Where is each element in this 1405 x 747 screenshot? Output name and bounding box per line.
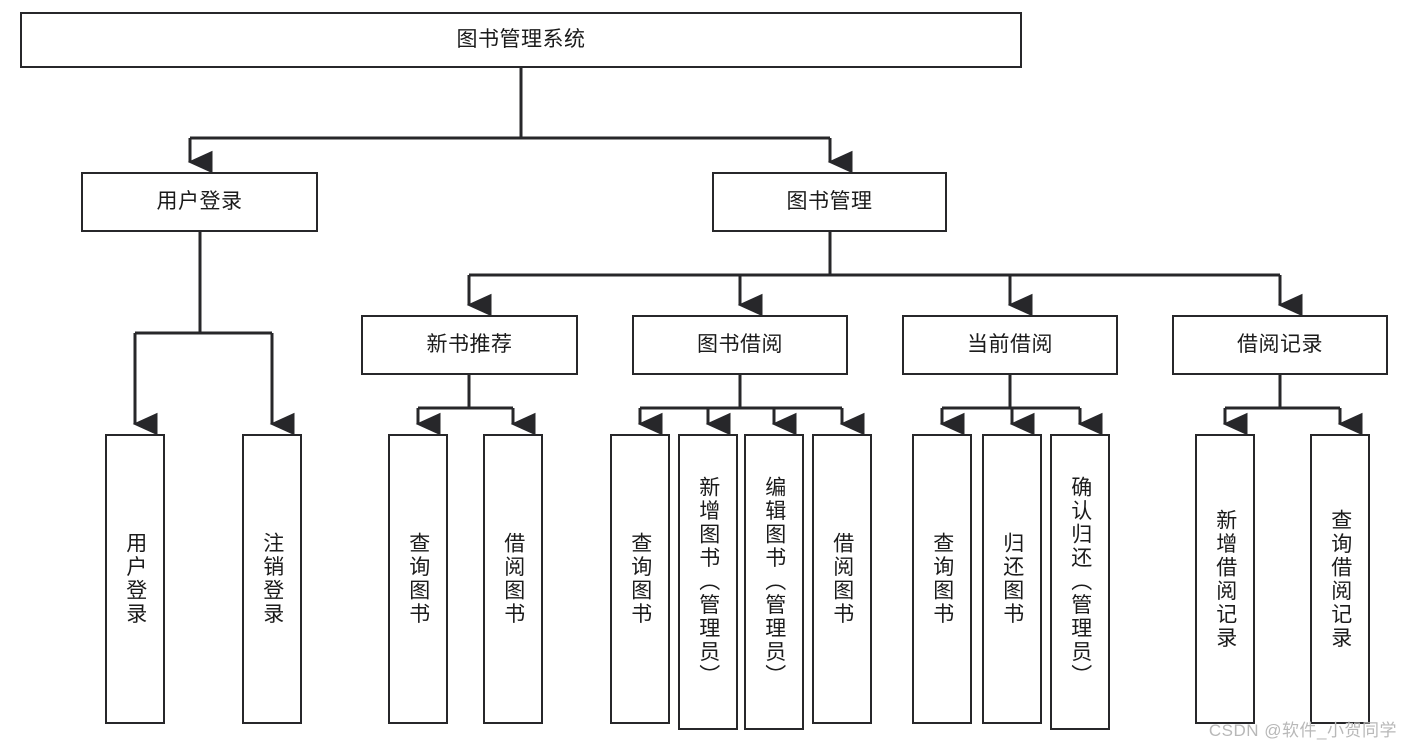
node-label: 用户登录 — [123, 532, 147, 626]
node-user-login[interactable]: 用户登录 — [81, 172, 318, 232]
node-label: 借阅记录 — [1237, 333, 1323, 357]
node-leaf-logout[interactable]: 注销登录 — [242, 434, 302, 724]
node-label: 借阅图书 — [501, 532, 525, 626]
node-label: 归还图书 — [1000, 532, 1024, 626]
node-label: 查询借阅记录 — [1328, 508, 1352, 650]
node-label: 查询图书 — [930, 532, 954, 626]
node-borrow-record[interactable]: 借阅记录 — [1172, 315, 1388, 375]
node-book-borrow[interactable]: 图书借阅 — [632, 315, 848, 375]
node-label: 图书管理 — [786, 190, 873, 214]
node-leaf-borrow-book-2[interactable]: 借阅图书 — [812, 434, 872, 724]
node-label: 查询图书 — [406, 532, 430, 626]
node-label: 图书借阅 — [697, 333, 783, 357]
node-leaf-add-book-admin[interactable]: 新增图书（管理员） — [678, 434, 738, 730]
node-system-title[interactable]: 图书管理系统 — [20, 12, 1022, 68]
node-current-borrow[interactable]: 当前借阅 — [902, 315, 1118, 375]
node-label: 编辑图书（管理员） — [762, 476, 786, 688]
node-label: 当前借阅 — [967, 333, 1053, 357]
node-leaf-query-book-2[interactable]: 查询图书 — [610, 434, 670, 724]
node-leaf-query-book-1[interactable]: 查询图书 — [388, 434, 448, 724]
node-label: 新增图书（管理员） — [696, 476, 720, 688]
node-label: 查询图书 — [628, 532, 652, 626]
node-leaf-query-borrow-record[interactable]: 查询借阅记录 — [1310, 434, 1370, 724]
node-label: 图书管理系统 — [456, 28, 586, 52]
csdn-watermark: CSDN @软件_小贺同学 — [1208, 721, 1397, 740]
node-leaf-query-book-3[interactable]: 查询图书 — [912, 434, 972, 724]
node-leaf-borrow-book-1[interactable]: 借阅图书 — [483, 434, 543, 724]
node-leaf-return-book[interactable]: 归还图书 — [982, 434, 1042, 724]
node-book-management[interactable]: 图书管理 — [712, 172, 947, 232]
node-label: 注销登录 — [260, 532, 284, 626]
node-label: 新书推荐 — [426, 333, 513, 357]
node-new-book-recommend[interactable]: 新书推荐 — [361, 315, 578, 375]
node-label: 新增借阅记录 — [1213, 508, 1237, 650]
node-label: 借阅图书 — [830, 532, 854, 626]
node-leaf-edit-book-admin[interactable]: 编辑图书（管理员） — [744, 434, 804, 730]
node-leaf-add-borrow-record[interactable]: 新增借阅记录 — [1195, 434, 1255, 724]
node-label: 用户登录 — [156, 190, 243, 214]
node-leaf-confirm-return-admin[interactable]: 确认归还（管理员） — [1050, 434, 1110, 730]
node-label: 确认归还（管理员） — [1068, 476, 1092, 688]
node-leaf-user-login[interactable]: 用户登录 — [105, 434, 165, 724]
